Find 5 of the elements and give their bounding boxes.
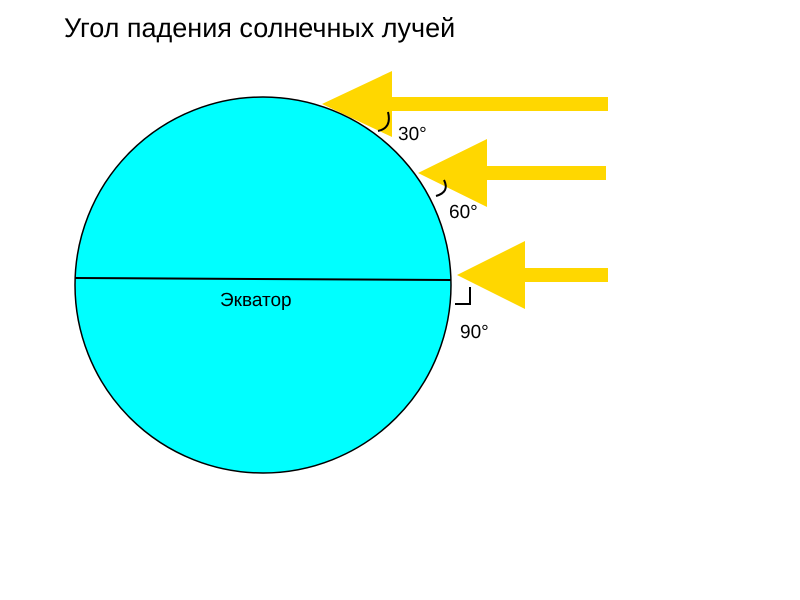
title: Угол падения солнечных лучей (64, 13, 456, 44)
angle-label: 30° (398, 124, 427, 146)
angle-label: 60° (449, 202, 478, 224)
angle-label: 90° (460, 322, 489, 344)
equator-label: Экватор (220, 290, 292, 312)
